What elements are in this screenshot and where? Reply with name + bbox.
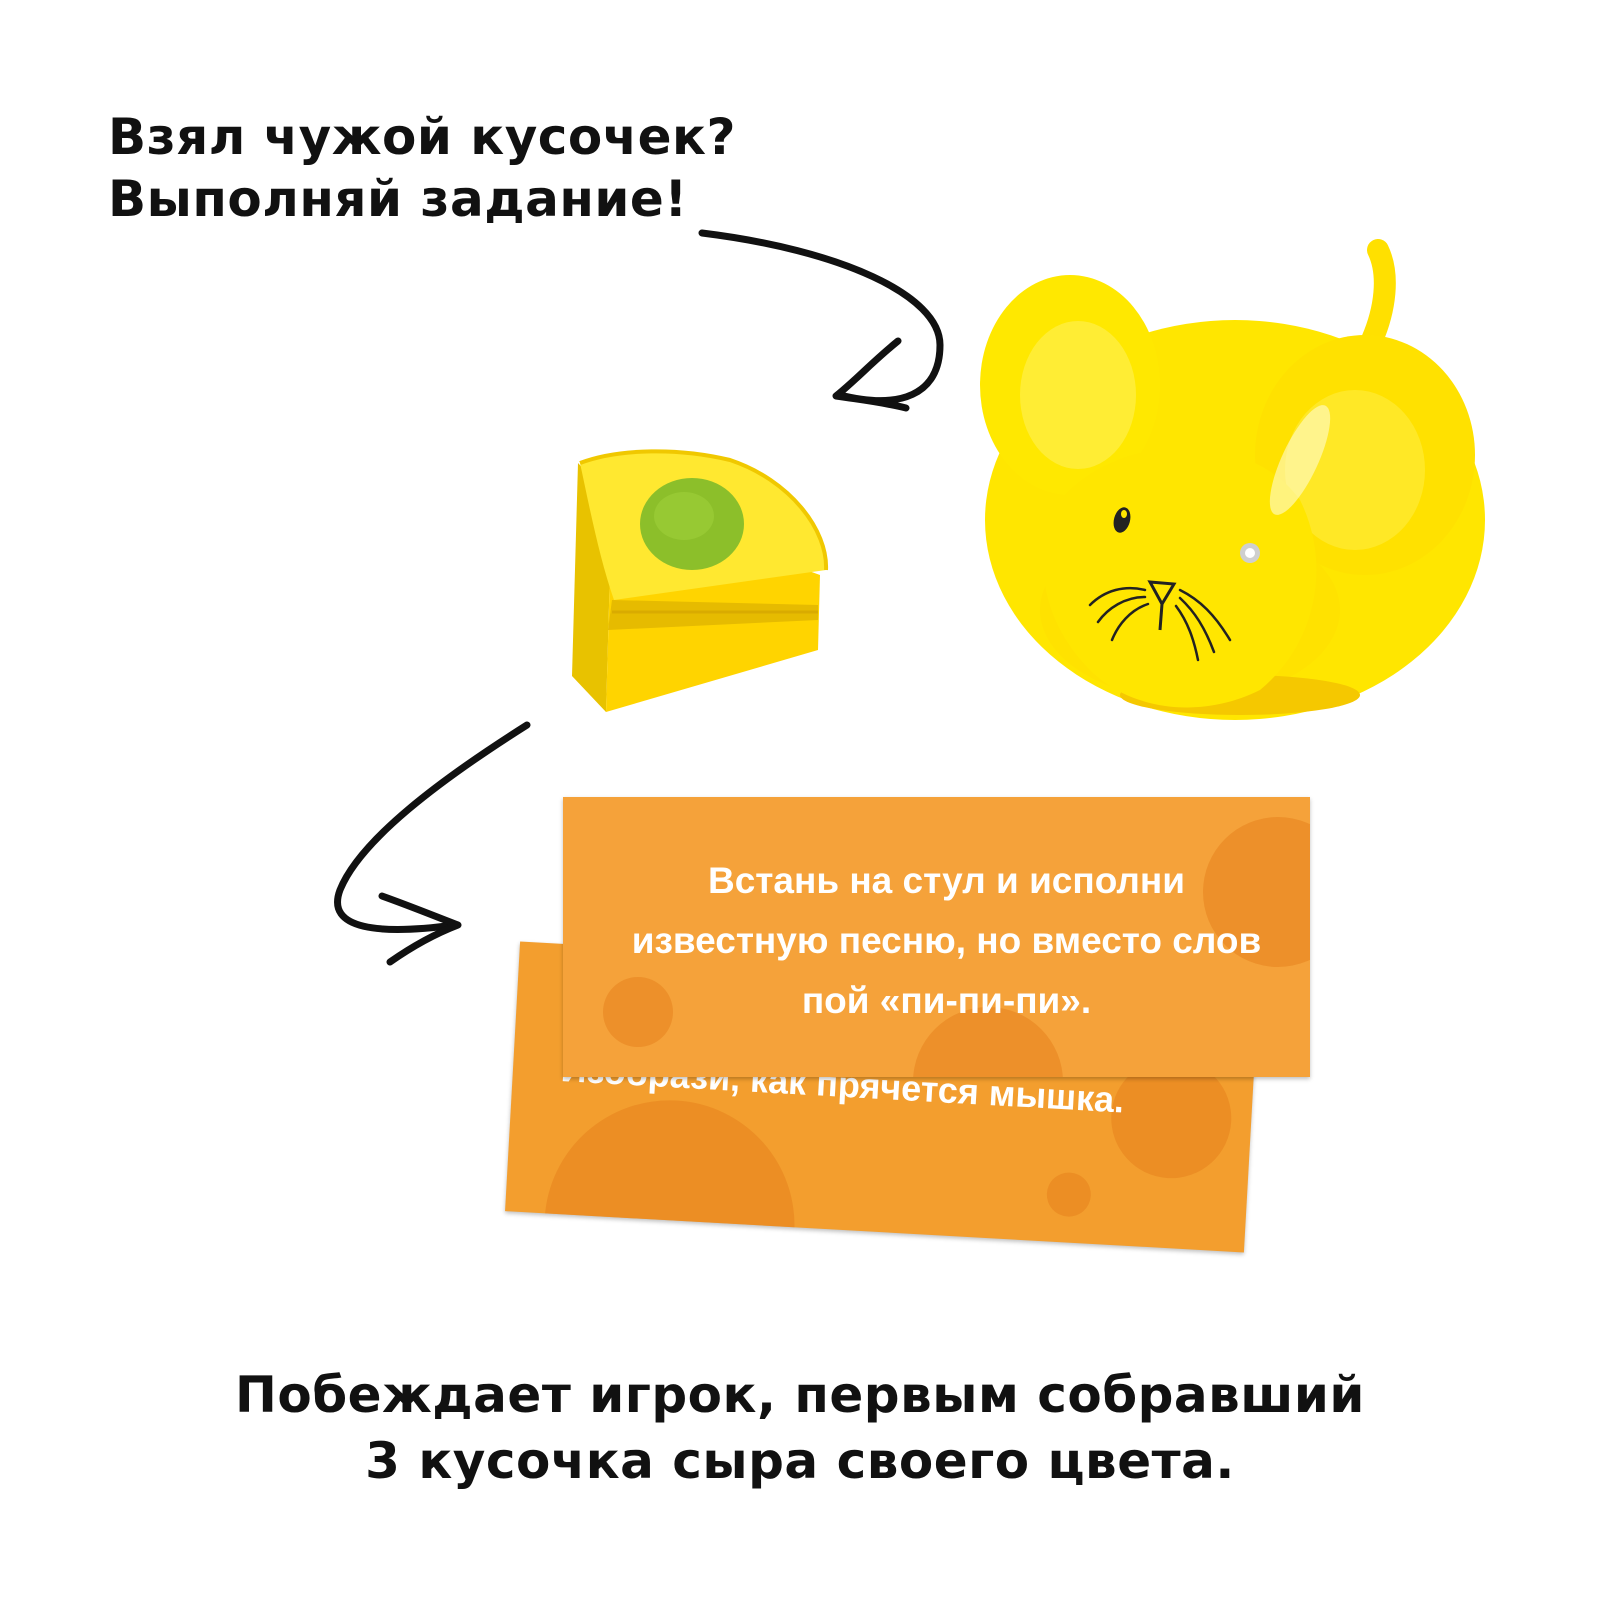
- footer-line-1: Побеждает игрок, первым собравший: [235, 1366, 1365, 1424]
- task-text-front-line-2: известную песню, но вместо слов: [631, 920, 1262, 961]
- task-text-front: Встань на стул и исполни известную песню…: [593, 851, 1300, 1031]
- cheese-piece-icon: [572, 449, 829, 712]
- task-card-front: Встань на стул и исполни известную песню…: [563, 797, 1310, 1077]
- task-text-front-line-1: Встань на стул и исполни: [707, 860, 1186, 901]
- mouse-toy-icon: [980, 239, 1485, 720]
- headline-line-2: Выполняй задание!: [108, 170, 688, 228]
- headline-line-1: Взял чужой кусочек?: [108, 108, 736, 166]
- curved-arrow-icon: [334, 721, 531, 966]
- footer-rule: Побеждает игрок, первым собравший 3 кусо…: [0, 1362, 1600, 1494]
- footer-line-2: 3 кусочка сыра своего цвета.: [365, 1432, 1235, 1490]
- headline: Взял чужой кусочек? Выполняй задание!: [108, 106, 736, 230]
- curved-arrow-icon: [698, 229, 944, 412]
- task-text-front-line-3: пой «пи-пи-пи».: [801, 980, 1092, 1021]
